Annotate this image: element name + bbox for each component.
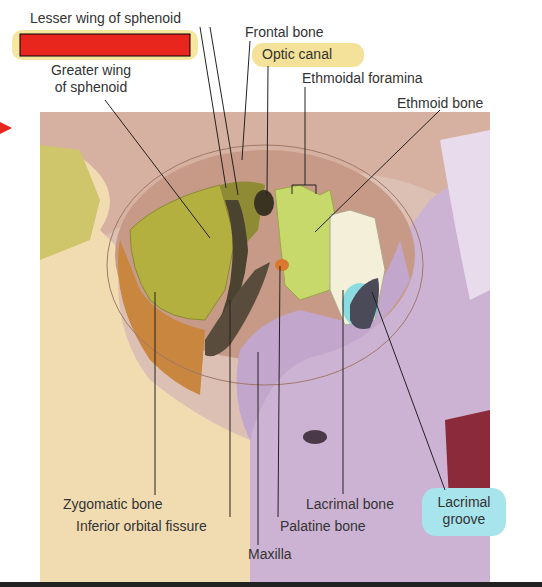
lacrimal-groove-shape xyxy=(350,278,379,329)
label-highlight xyxy=(252,43,364,67)
leader-line xyxy=(242,41,250,160)
leader-line xyxy=(267,66,268,195)
ethmoid-bone-shape xyxy=(275,185,335,300)
leader-line xyxy=(230,300,231,517)
orbital-rim xyxy=(107,145,423,385)
part-label: Lacrimal groove xyxy=(427,494,501,528)
leader-line xyxy=(343,290,344,494)
part-label: Ethmoidal foramina xyxy=(302,70,423,87)
leader-line xyxy=(210,27,238,195)
bracket xyxy=(292,185,316,194)
leader-line xyxy=(258,352,259,545)
part-label: Palatine bone xyxy=(280,518,366,535)
label-highlight xyxy=(422,488,506,536)
leader-line xyxy=(200,27,226,188)
leader-lines xyxy=(105,27,445,545)
part-label: Ethmoid bone xyxy=(397,95,483,112)
part-label: Lacrimal bone xyxy=(306,496,394,513)
bottom-bar xyxy=(0,582,542,587)
label-highlight xyxy=(12,30,198,60)
sphenoid-edge xyxy=(40,145,100,260)
part-label: Inferior orbital fissure xyxy=(76,518,207,535)
palatine-bone-shape xyxy=(275,259,289,271)
leader-line xyxy=(372,292,445,490)
red-arrow xyxy=(0,122,12,134)
nasal-bone-shape xyxy=(440,130,490,300)
leader-line xyxy=(278,266,280,517)
part-label: Greater wing of sphenoid xyxy=(45,62,137,96)
part-label: Frontal bone xyxy=(245,24,324,41)
leader-line xyxy=(105,100,210,238)
inferior-orbital-fissure-slit xyxy=(205,262,270,356)
redaction-box xyxy=(20,34,190,56)
part-label: Zygomatic bone xyxy=(63,496,163,513)
infraorbital-foramen xyxy=(303,430,327,444)
part-label: Maxilla xyxy=(248,546,292,563)
leader-line xyxy=(315,110,440,232)
optic-canal-hole xyxy=(254,190,274,216)
part-label: Lesser wing of sphenoid xyxy=(30,10,181,27)
part-label: Optic canal xyxy=(262,46,332,63)
leader-line xyxy=(155,292,156,495)
leader-line xyxy=(305,87,306,185)
